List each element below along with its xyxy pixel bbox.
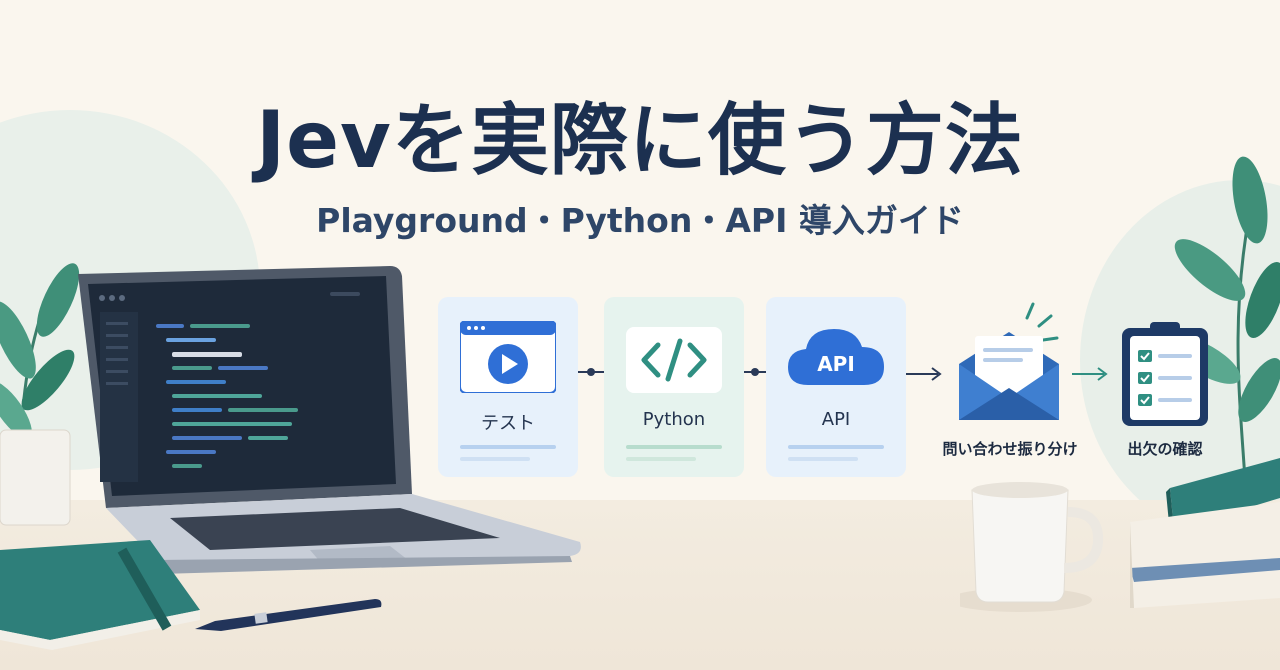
flow-connector	[578, 368, 604, 376]
flow-connector	[744, 368, 766, 376]
books-illustration	[1130, 458, 1280, 608]
arrow-right-icon	[1072, 367, 1108, 381]
page-title: Jevを実際に使う方法	[256, 96, 1024, 186]
envelope-icon	[959, 302, 1059, 420]
laptop-illustration	[78, 266, 581, 574]
flow-card-label: Python	[642, 409, 706, 430]
code-brackets-icon	[626, 327, 722, 393]
browser-play-icon	[460, 321, 556, 393]
api-badge-text: API	[817, 352, 855, 376]
api-cloud-icon: API	[788, 329, 884, 385]
plant-left-illustration	[0, 263, 80, 526]
notebook-illustration	[0, 540, 200, 650]
flow-card-test: テスト	[438, 297, 578, 477]
flow-card-label: API	[821, 409, 851, 430]
page-subtitle: Playground・Python・API 導入ガイド	[316, 201, 964, 240]
mug-illustration	[960, 482, 1104, 612]
pen-illustration	[195, 599, 382, 631]
flow-card-label: テスト	[481, 413, 535, 434]
clipboard-checklist-icon	[1122, 322, 1208, 426]
flow-card-python: Python	[604, 297, 744, 477]
flow-step-label: 出欠の確認	[1127, 440, 1203, 458]
arrow-right-icon	[906, 367, 942, 381]
flow-step-label: 問い合わせ振り分け	[942, 440, 1078, 458]
flow-card-api: API API	[766, 297, 906, 477]
